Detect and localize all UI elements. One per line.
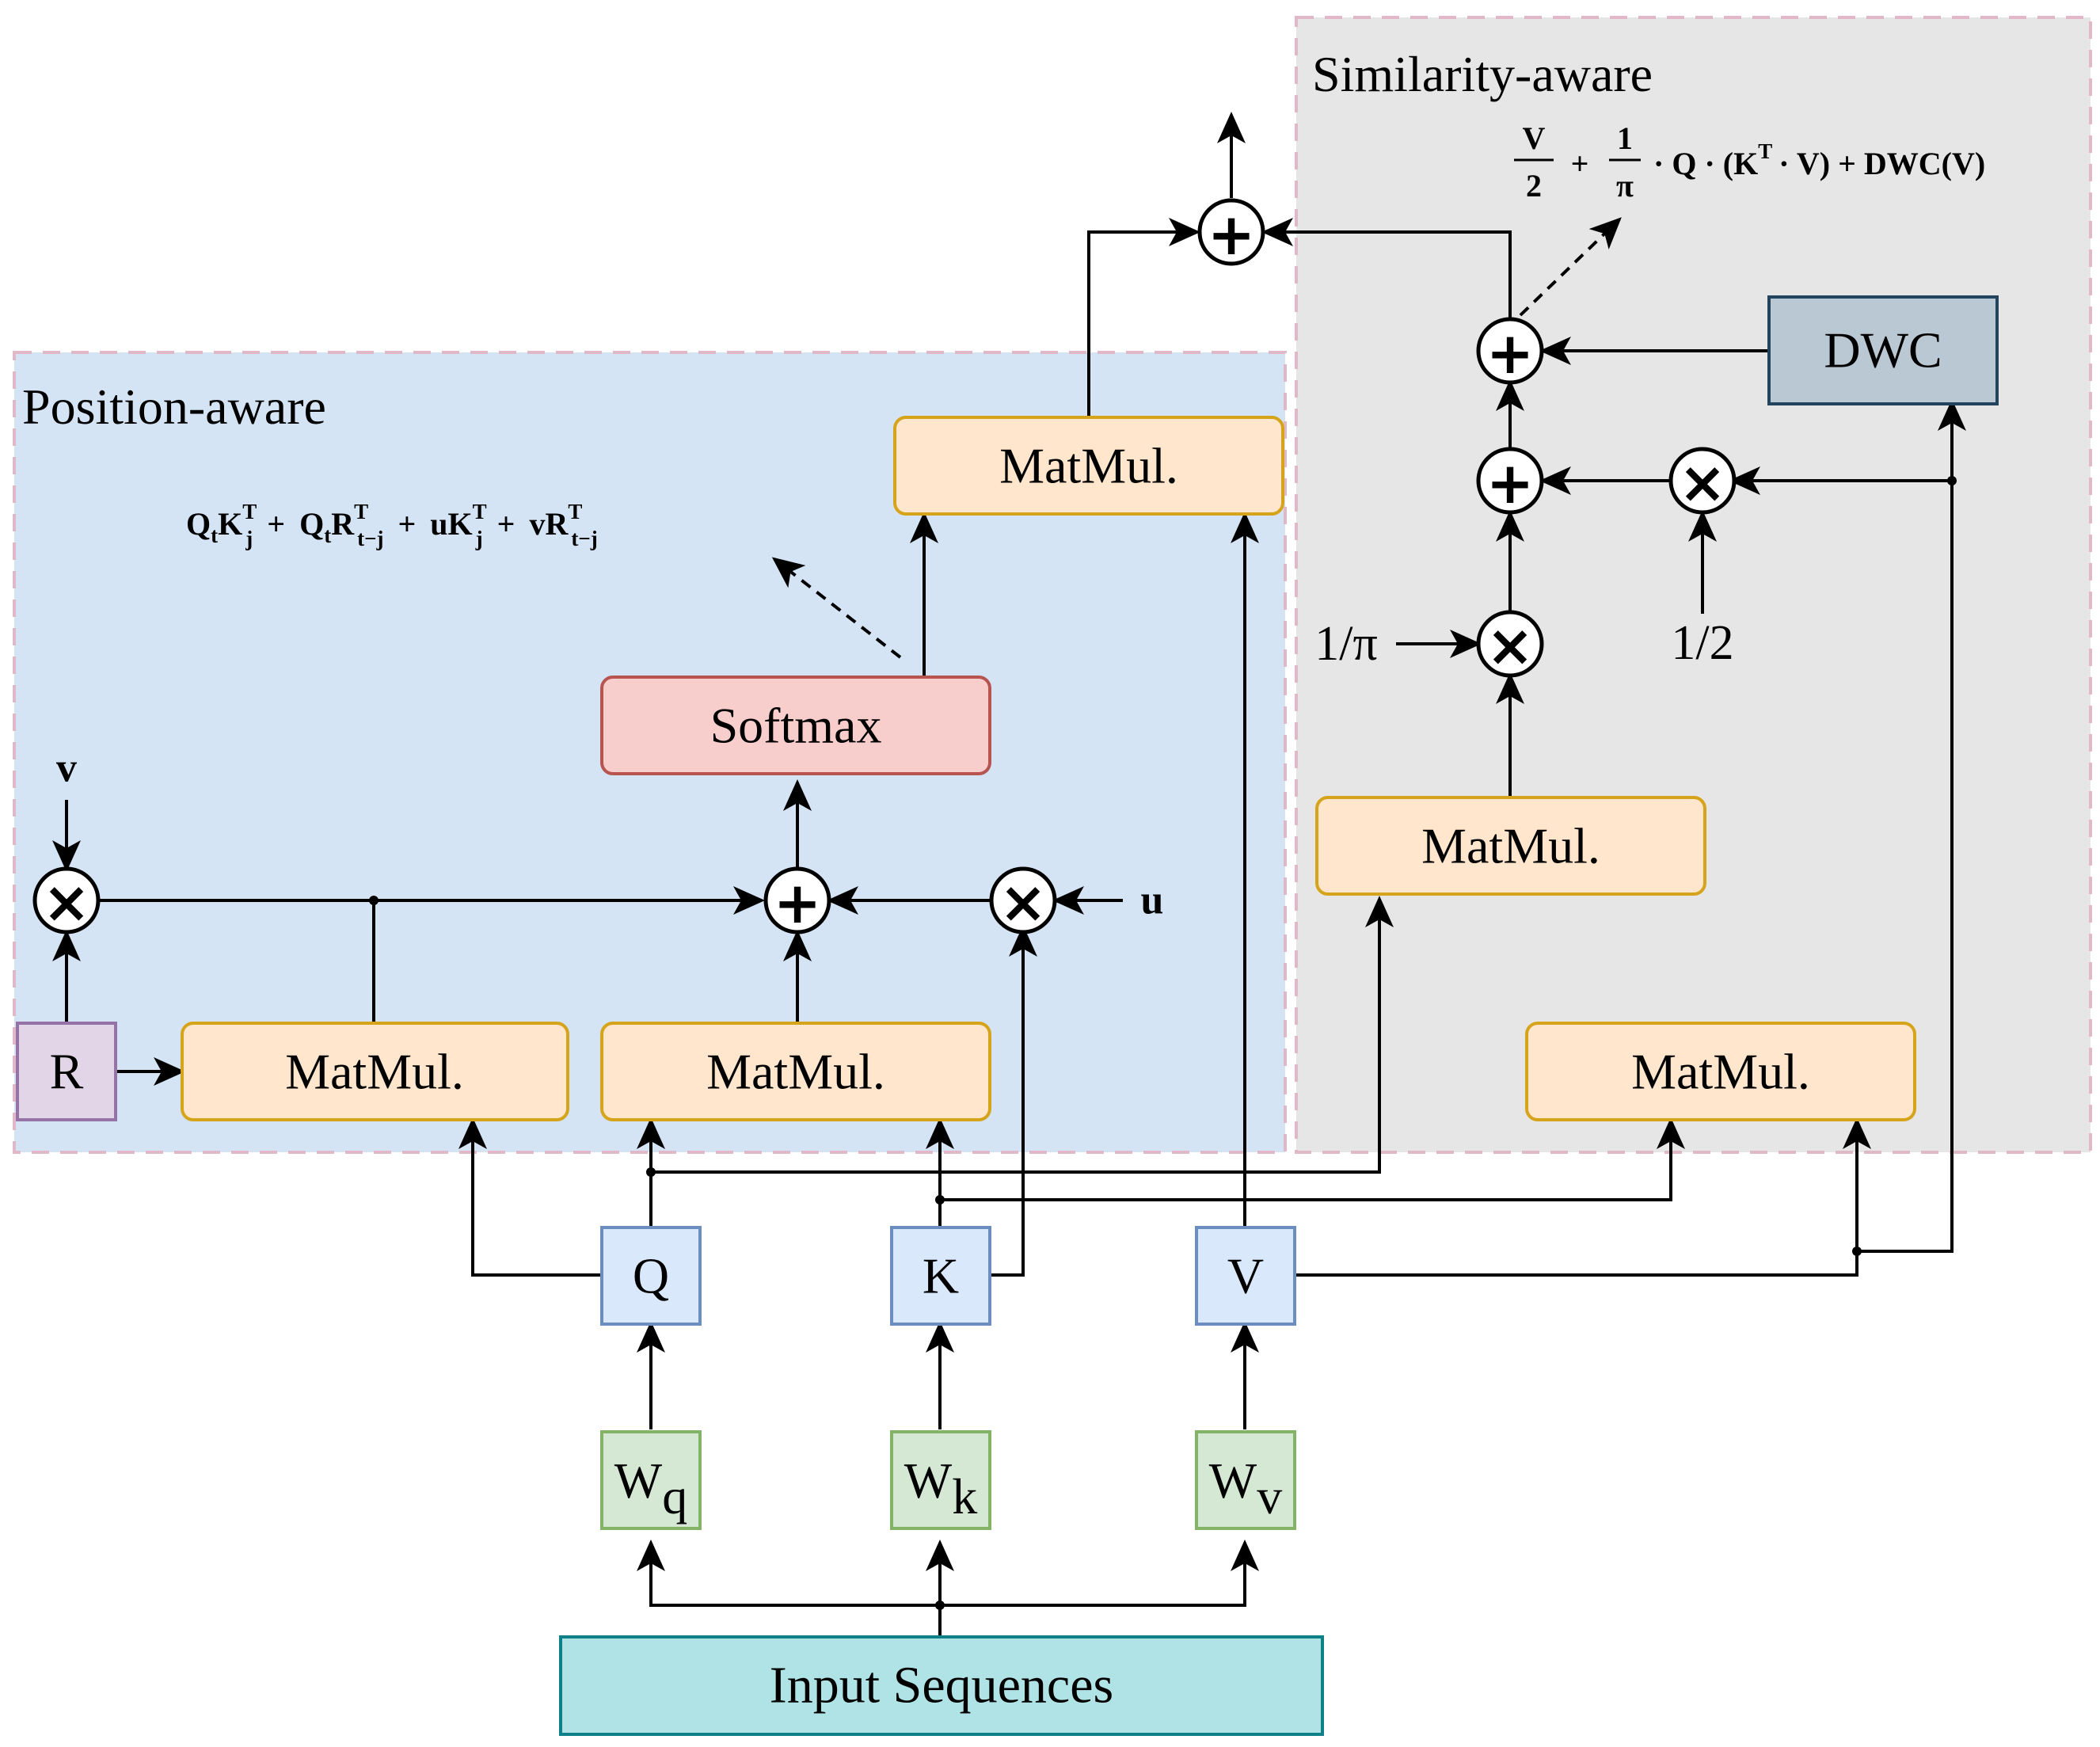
softmax-box: Softmax	[600, 676, 991, 775]
svg-text:R: R	[50, 1044, 84, 1100]
weight-wq-box: Wq	[600, 1430, 702, 1530]
mul-u-bias-node: ×	[989, 866, 1057, 935]
v-bias-label: v	[56, 746, 77, 791]
svg-text:V: V	[1523, 120, 1546, 156]
edge-matmul-top-to-final	[1087, 218, 1200, 416]
svg-text:Input Sequences: Input Sequences	[770, 1657, 1113, 1715]
key-box: K	[890, 1226, 991, 1326]
edge-k-to-matmul-kv	[940, 1117, 1685, 1201]
inv-pi-label: 1/π	[1314, 617, 1378, 671]
add-dwc-node: +	[1476, 317, 1544, 386]
add-position-scores-node: +	[763, 866, 831, 936]
svg-text:· Q · (KT· V) + DWC(V): · Q · (KT· V) + DWC(V)	[1653, 139, 1985, 181]
similarity-aware-region	[1295, 16, 2092, 1154]
matmul-similarity-box: MatMul.	[1315, 796, 1706, 896]
svg-text:×: ×	[1486, 612, 1534, 679]
svg-text:DWC: DWC	[1824, 322, 1942, 379]
position-aware-title: Position-aware	[22, 379, 326, 435]
similarity-aware-title: Similarity-aware	[1312, 46, 1653, 102]
svg-text:MatMul.: MatMul.	[706, 1044, 885, 1100]
svg-text:1: 1	[1617, 120, 1633, 156]
svg-text:+: +	[1208, 201, 1255, 268]
mul-v-bias-node: ×	[32, 866, 101, 935]
svg-text:Wk: Wk	[904, 1452, 977, 1524]
svg-text:+: +	[1486, 320, 1534, 386]
matmul-qr-box: MatMul.	[181, 1022, 569, 1121]
dwc-box: DWC	[1767, 295, 1999, 405]
svg-text:Q: Q	[633, 1248, 669, 1304]
similarity-aware-formula: V 2 + 1 π · Q · (KT· V) + DWC(V)	[1514, 120, 1985, 204]
weight-wk-box: Wk	[890, 1430, 991, 1530]
edge-k-to-u-mul	[991, 925, 1037, 1277]
mul-inv-pi-node: ×	[1476, 610, 1544, 679]
svg-text:V: V	[1227, 1248, 1264, 1304]
junction-dots	[369, 476, 1957, 1610]
svg-text:Wq: Wq	[614, 1452, 687, 1524]
u-bias-label: u	[1141, 878, 1164, 923]
matmul-kv-box: MatMul.	[1525, 1022, 1916, 1121]
svg-text:+: +	[1486, 450, 1534, 516]
input-sequences-box: Input Sequences	[559, 1635, 1324, 1736]
position-formula-pointer	[771, 557, 902, 659]
similarity-formula-pointer	[1519, 217, 1622, 317]
add-final-output-node: +	[1197, 198, 1265, 268]
svg-text:+: +	[1571, 146, 1589, 181]
add-half-v-node: +	[1476, 447, 1544, 516]
query-box: Q	[600, 1226, 702, 1326]
relative-position-r-box: R	[16, 1022, 117, 1121]
edge-q-to-matmul1	[458, 1117, 602, 1277]
half-label: 1/2	[1671, 616, 1733, 670]
edge-input-to-wq	[637, 1540, 940, 1607]
edge-sum2-to-final	[1261, 218, 1512, 319]
svg-text:×: ×	[1679, 449, 1726, 516]
annotation-arrows	[771, 217, 1622, 659]
edge-q-to-matmul-sim	[651, 896, 1394, 1174]
weight-wv-box: Wv	[1195, 1430, 1296, 1530]
edge-v-right	[1294, 1251, 1858, 1277]
svg-text:MatMul.: MatMul.	[285, 1044, 464, 1100]
svg-text:2: 2	[1526, 168, 1542, 204]
matmul-attention-v-box: MatMul.	[893, 416, 1284, 516]
svg-text:MatMul.: MatMul.	[999, 438, 1178, 494]
svg-text:+: +	[774, 870, 821, 936]
svg-text:MatMul.: MatMul.	[1631, 1044, 1810, 1100]
svg-text:×: ×	[999, 869, 1047, 935]
mul-half-node: ×	[1668, 447, 1737, 516]
svg-text:Softmax: Softmax	[710, 698, 882, 754]
edge-input-to-wv	[940, 1540, 1259, 1607]
svg-text:Wv: Wv	[1209, 1452, 1282, 1524]
svg-text:π: π	[1616, 168, 1634, 204]
edge-v-to-dwc	[1857, 399, 1966, 1253]
matmul-qk-box: MatMul.	[600, 1022, 991, 1121]
svg-text:×: ×	[43, 869, 90, 935]
svg-text:MatMul.: MatMul.	[1421, 818, 1600, 874]
svg-text:K: K	[923, 1248, 959, 1304]
value-box: V	[1195, 1226, 1296, 1326]
